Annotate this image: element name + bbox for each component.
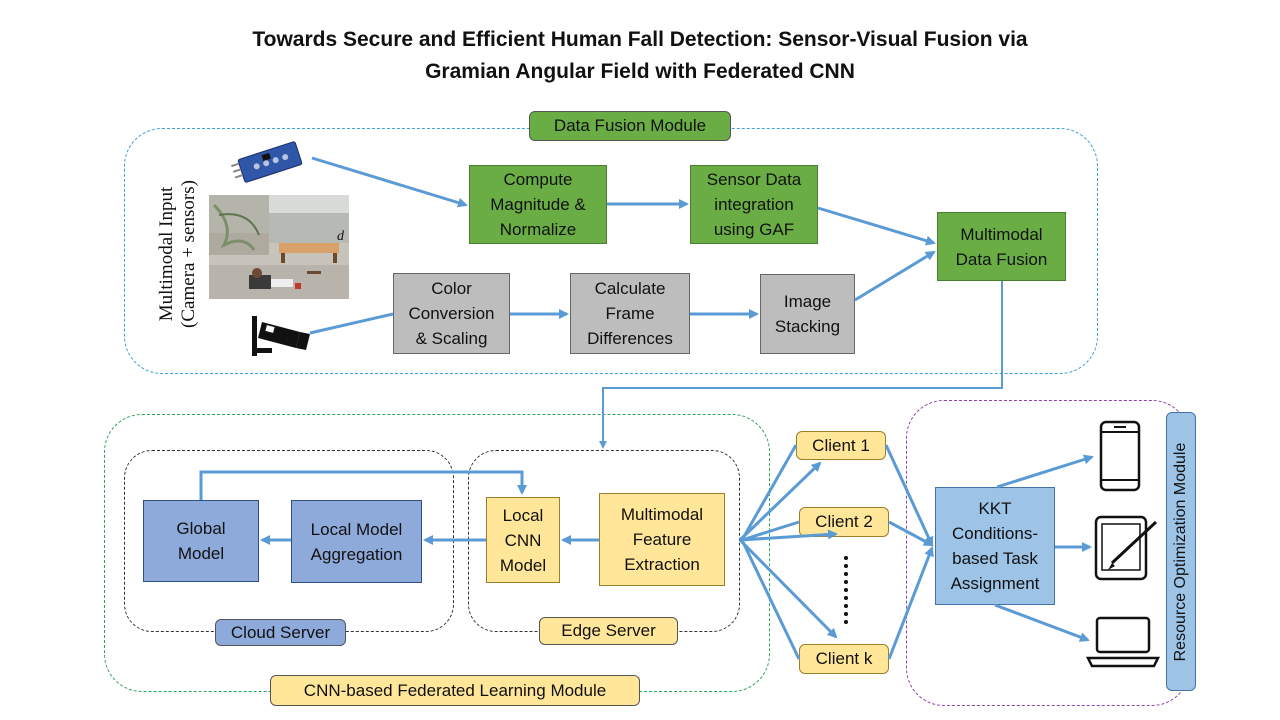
sensor-gaf-integration-box: Sensor Data integration using GAF (690, 165, 818, 244)
multimodal-input-label: Multimodal Input (Camera + sensors) (156, 180, 199, 328)
title-line-1: Towards Secure and Efficient Human Fall … (252, 28, 1028, 51)
diagram-title: Towards Secure and Efficient Human Fall … (0, 24, 1280, 88)
image-stacking-box: Image Stacking (760, 274, 855, 354)
frame-differences-box: Calculate Frame Differences (570, 273, 690, 354)
global-model-box: Global Model (143, 500, 259, 582)
cloud-server-label: Cloud Server (215, 619, 346, 646)
client-2-box: Client 2 (799, 507, 889, 537)
kkt-task-assignment-box: KKT Conditions-based Task Assignment (935, 487, 1055, 605)
compute-magnitude-box: Compute Magnitude & Normalize (469, 165, 607, 244)
multimodal-data-fusion-box: Multimodal Data Fusion (937, 212, 1066, 281)
resource-optimization-module-label: Resource Optimization Module (1166, 412, 1196, 691)
photo-letter: d (337, 229, 345, 244)
client-1-box: Client 1 (796, 431, 886, 460)
title-line-2: Gramian Angular Field with Federated CNN (425, 60, 855, 83)
local-model-aggregation-box: Local Model Aggregation (291, 500, 422, 583)
multimodal-feature-extraction-box: Multimodal Feature Extraction (599, 493, 725, 586)
data-fusion-module-label: Data Fusion Module (529, 111, 731, 141)
client-k-box: Client k (799, 644, 889, 674)
client-ellipsis (844, 556, 848, 624)
edge-server-label: Edge Server (539, 617, 678, 645)
color-conversion-box: Color Conversion & Scaling (393, 273, 510, 354)
local-cnn-model-box: Local CNN Model (486, 497, 560, 583)
federated-learning-module-label: CNN-based Federated Learning Module (270, 675, 640, 706)
camera-frame-image: d (209, 195, 349, 299)
